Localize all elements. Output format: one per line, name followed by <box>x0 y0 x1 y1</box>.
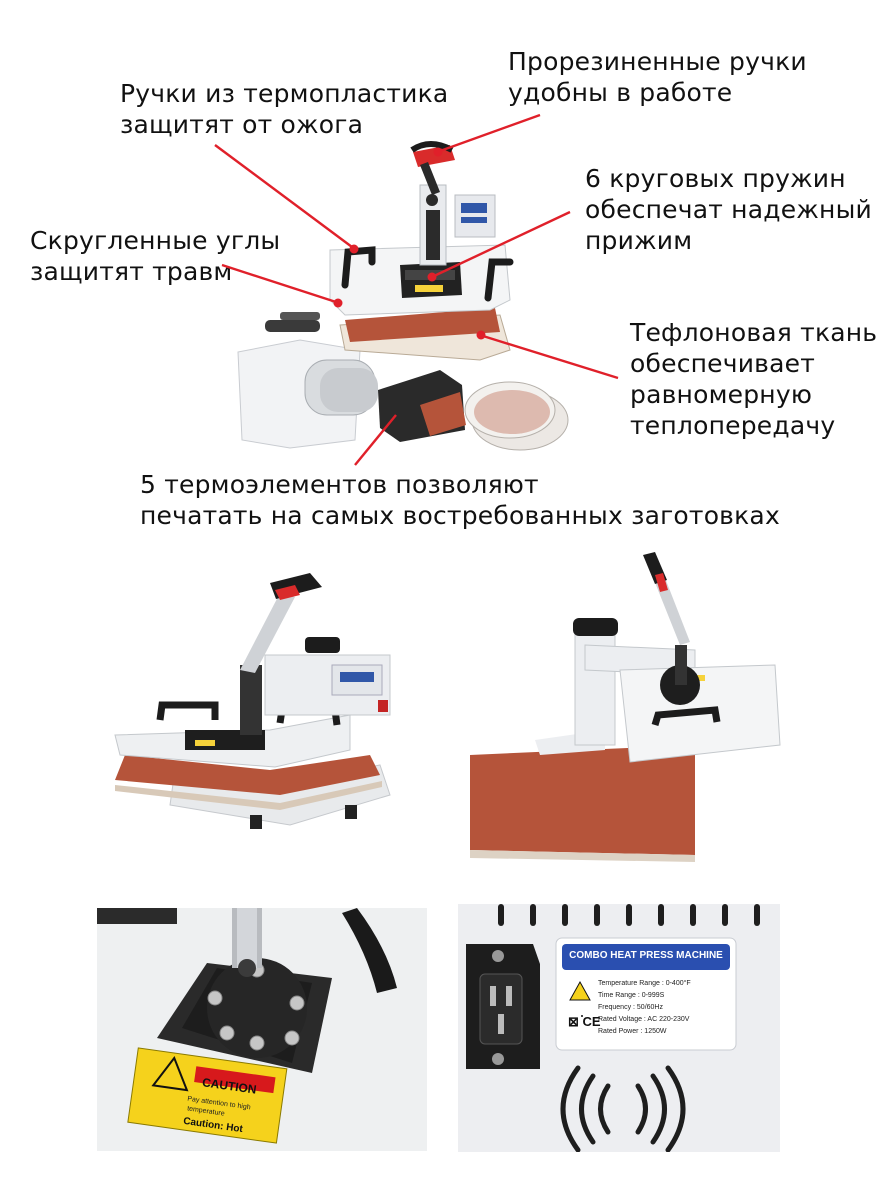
callout-heating-elements: 5 термоэлементов позволяют печатать на с… <box>140 470 780 530</box>
spec-label-header <box>562 944 730 970</box>
ce-mark-icon: ⊠ CE <box>568 1014 601 1029</box>
sound-vent <box>560 1065 686 1152</box>
cap-press-attachment <box>378 370 466 442</box>
spec-row-5: Rated Power : 1250W <box>598 1028 667 1035</box>
vent-slots <box>498 904 760 926</box>
plate-disc-attachments <box>464 381 569 451</box>
press-swing-photo <box>470 552 781 862</box>
spec-row-1: Temperature Range : 0-400°F <box>598 980 691 987</box>
rear-panel-photo: COMBO HEAT PRESS MACHINE Temperature Ran… <box>458 904 780 1152</box>
spring-head-photo: CAUTION Pay attention to high temperatur… <box>97 908 427 1151</box>
power-socket <box>466 944 540 1069</box>
callout-teflon: Тефлоновая ткань обеспечивает равномерну… <box>630 318 878 440</box>
callout-rubber-handles: Прорезиненные ручки удобны в работе <box>508 47 807 107</box>
spec-row-3: Frequency : 50/60Hz <box>598 1004 663 1011</box>
combo-press-illustration <box>214 113 619 466</box>
callout-lines <box>214 113 619 466</box>
callout-handles-thermoplastic: Ручки из термопластика защитят от ожога <box>120 79 449 139</box>
callout-rounded-corners: Скругленные углы защитят травм <box>30 226 281 286</box>
spec-row-2: Time Range : 0-999S <box>598 992 665 999</box>
spec-label-title: COMBO HEAT PRESS MACHINE <box>569 950 723 961</box>
caution-sticker <box>127 1047 288 1144</box>
spec-row-4: Rated Voltage : AC 220-230V <box>598 1016 690 1023</box>
callout-springs: 6 круговых пружин обеспечат надежный при… <box>585 164 872 255</box>
press-front-photo <box>114 573 391 829</box>
mug-press-attachment <box>237 312 378 449</box>
